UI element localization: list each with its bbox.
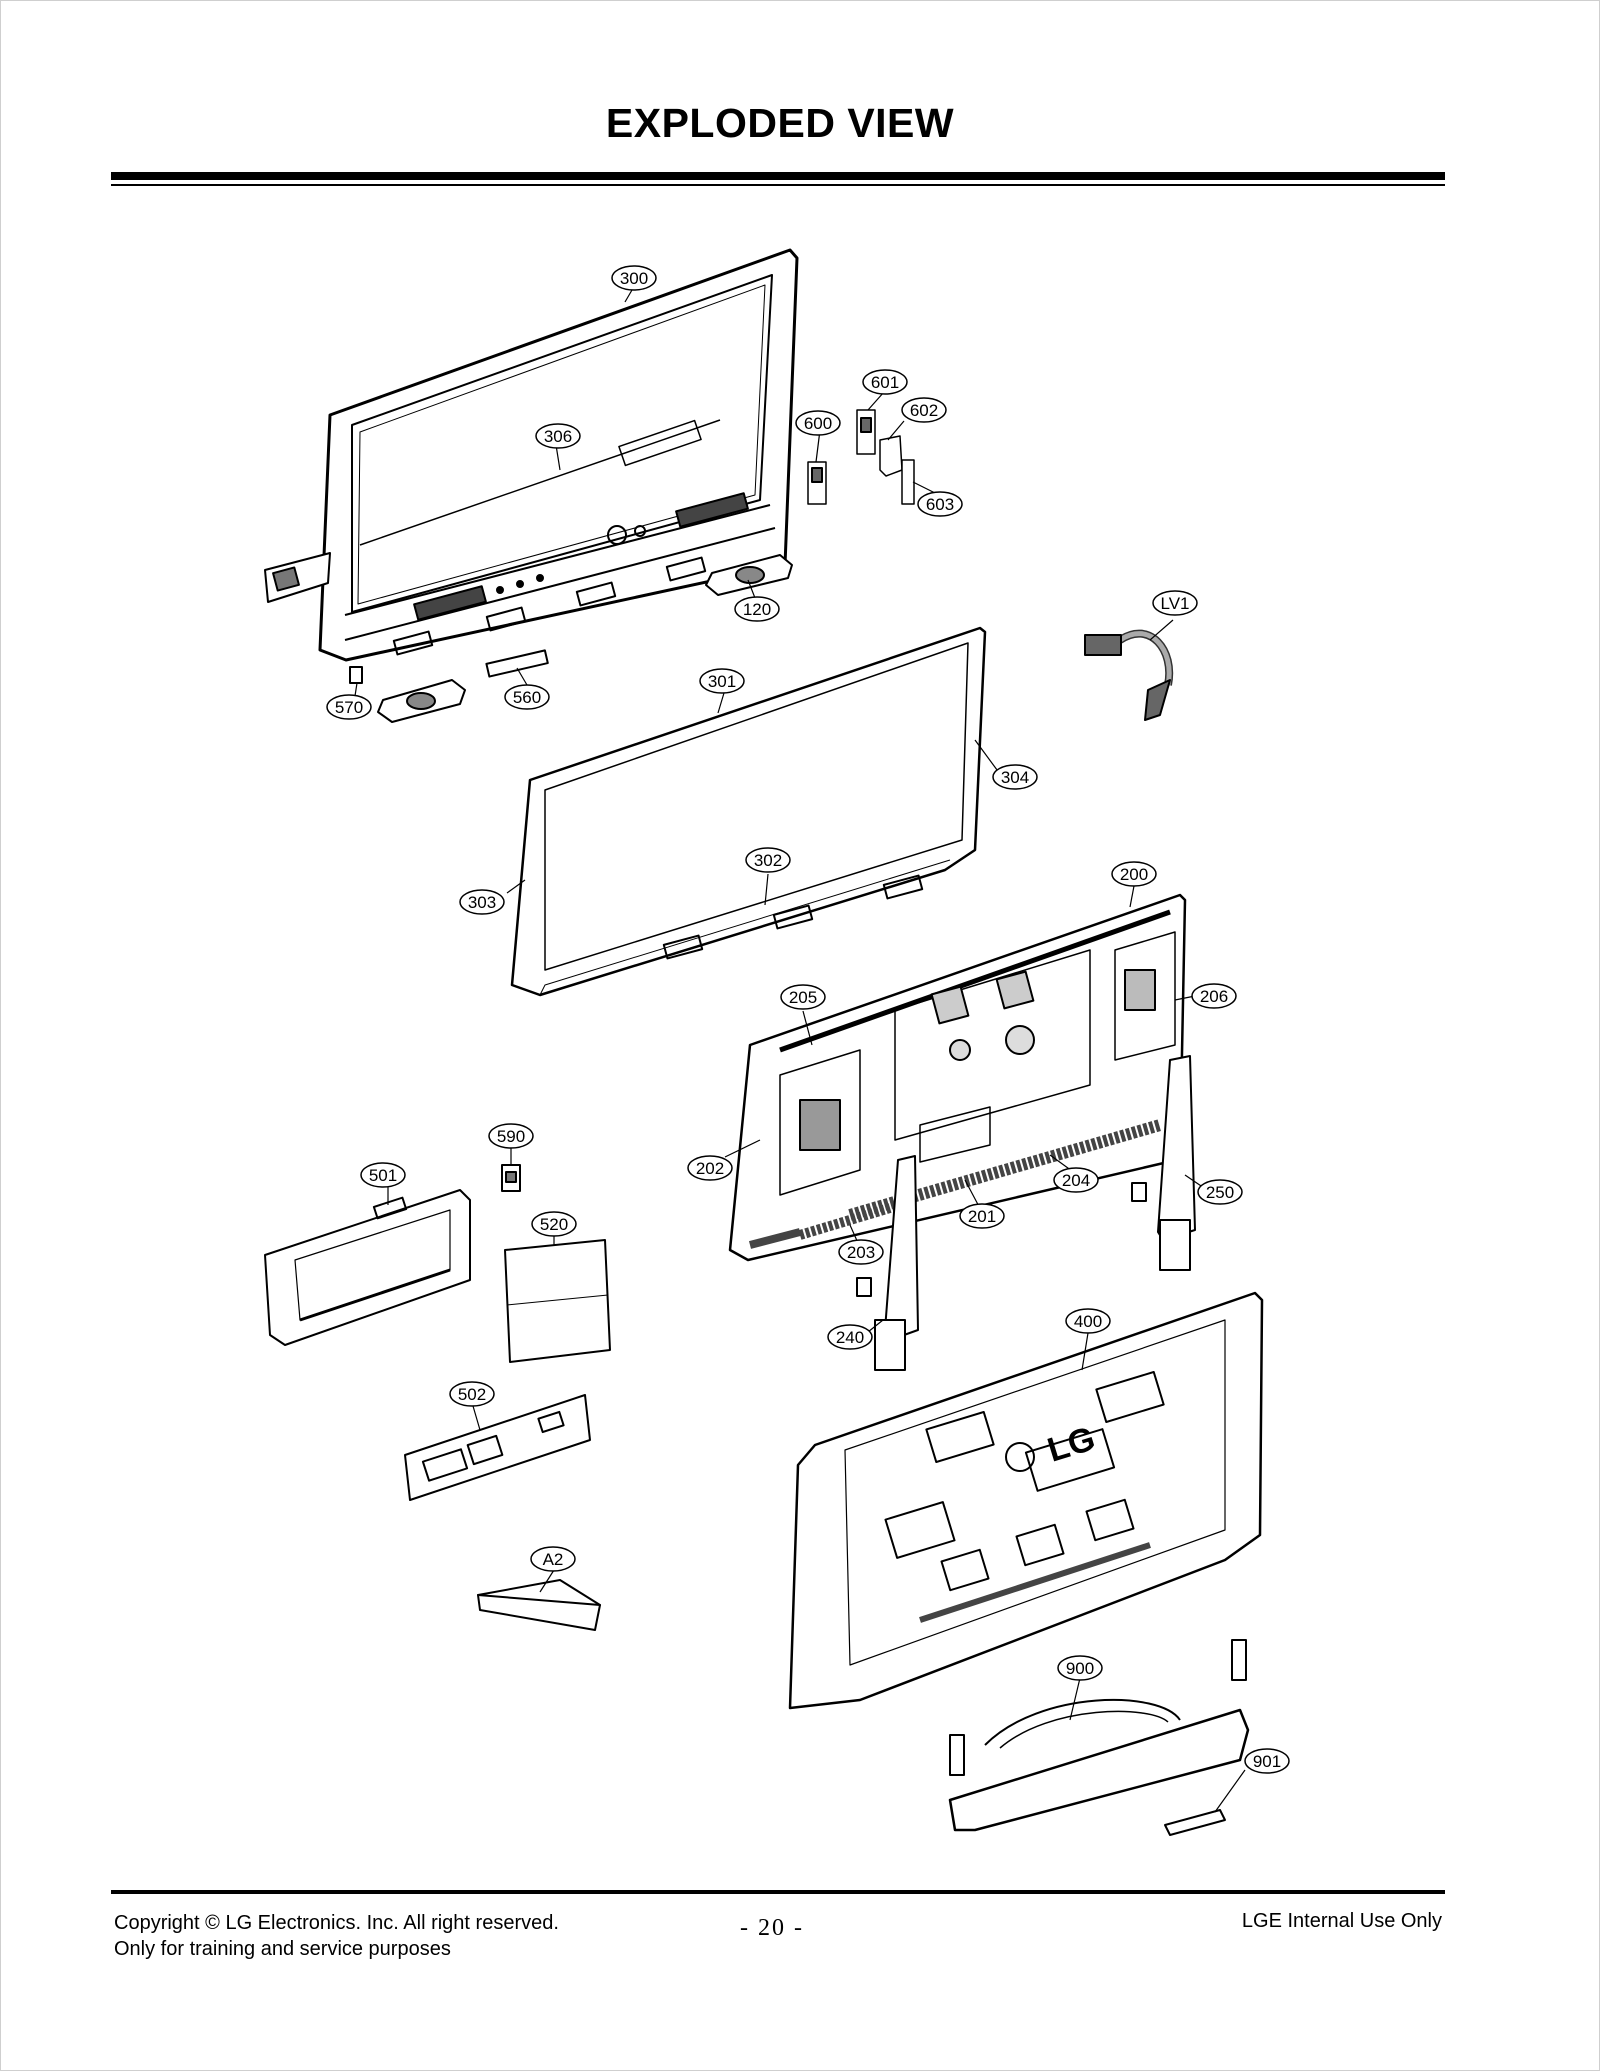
chassis-part xyxy=(728,893,1187,1262)
callout-570-label: 570 xyxy=(335,698,363,717)
callout-602: 602 xyxy=(901,397,947,423)
footer-copyright: Copyright © LG Electronics. Inc. All rig… xyxy=(114,1912,559,1934)
control-board-part xyxy=(807,409,915,505)
callout-203-label: 203 xyxy=(847,1243,875,1262)
callout-202-label: 202 xyxy=(696,1159,724,1178)
callout-301: 301 xyxy=(699,668,745,694)
callout-400-label: 400 xyxy=(1074,1312,1102,1331)
callout-304-label: 304 xyxy=(1001,768,1029,787)
connector-part xyxy=(501,1164,521,1192)
part-callouts: 300 306 600 601 602 603 120 570 560 LV1 … xyxy=(326,265,1290,1774)
callout-200: 200 xyxy=(1111,861,1157,887)
callout-240: 240 xyxy=(827,1324,873,1350)
callout-501-label: 501 xyxy=(369,1166,397,1185)
rear-cover-part xyxy=(788,1291,1264,1710)
callout-120-label: 120 xyxy=(743,600,771,619)
callout-lv1: LV1 xyxy=(1152,590,1198,616)
callout-901: 901 xyxy=(1244,1748,1290,1774)
callout-306-label: 306 xyxy=(544,427,572,446)
footer-purpose: Only for training and service purposes xyxy=(114,1938,451,1960)
callout-205: 205 xyxy=(780,984,826,1010)
callout-200-label: 200 xyxy=(1120,865,1148,884)
callout-603: 603 xyxy=(917,491,963,517)
av-bracket-part xyxy=(404,1394,591,1501)
callout-300: 300 xyxy=(611,265,657,291)
callout-201: 201 xyxy=(959,1203,1005,1229)
header-rule-thick xyxy=(111,172,1445,180)
shield-sheet-part xyxy=(504,1239,611,1363)
callout-306: 306 xyxy=(535,423,581,449)
callout-302-label: 302 xyxy=(754,851,782,870)
callout-206-label: 206 xyxy=(1200,987,1228,1006)
callout-202: 202 xyxy=(687,1155,733,1181)
callout-300-label: 300 xyxy=(620,269,648,288)
callout-901-label: 901 xyxy=(1253,1752,1281,1771)
callout-203: 203 xyxy=(838,1239,884,1265)
speaker-part xyxy=(377,554,793,723)
stand-bracket-part xyxy=(856,1055,1196,1371)
callout-303: 303 xyxy=(459,889,505,915)
page-title: EXPLODED VIEW xyxy=(605,100,955,146)
callout-a2-label: A2 xyxy=(543,1550,564,1569)
callout-520-label: 520 xyxy=(540,1215,568,1234)
callout-206: 206 xyxy=(1191,983,1237,1009)
callout-600-label: 600 xyxy=(804,414,832,433)
bracket-560-part xyxy=(485,649,549,678)
callout-601: 601 xyxy=(862,369,908,395)
header-rule-thin xyxy=(111,184,1445,186)
callout-560: 560 xyxy=(504,684,550,710)
inner-frame-part xyxy=(510,626,987,997)
callout-400: 400 xyxy=(1065,1308,1111,1334)
callout-120: 120 xyxy=(734,596,780,622)
footer-left: Copyright © LG Electronics. Inc. All rig… xyxy=(114,1910,559,1962)
front-cabinet-part xyxy=(264,248,799,662)
callout-204: 204 xyxy=(1053,1167,1099,1193)
footer-notice: LGE Internal Use Only xyxy=(1241,1910,1442,1932)
callout-602-label: 602 xyxy=(910,401,938,420)
callout-600: 600 xyxy=(795,410,841,436)
page-number: - 20 - xyxy=(740,1915,804,1941)
callout-201-label: 201 xyxy=(968,1207,996,1226)
main-bracket-part xyxy=(264,1189,471,1346)
callout-900: 900 xyxy=(1057,1655,1103,1681)
callout-560-label: 560 xyxy=(513,688,541,707)
callout-302: 302 xyxy=(745,847,791,873)
bracket-570-part xyxy=(349,666,363,684)
callout-303-label: 303 xyxy=(468,893,496,912)
callout-205-label: 205 xyxy=(789,988,817,1007)
callout-501: 501 xyxy=(360,1162,406,1188)
callout-590: 590 xyxy=(488,1123,534,1149)
callout-304: 304 xyxy=(992,764,1038,790)
callout-lv1-label: LV1 xyxy=(1161,594,1190,613)
callout-900-label: 900 xyxy=(1066,1659,1094,1678)
callout-502: 502 xyxy=(449,1381,495,1407)
callout-204-label: 204 xyxy=(1062,1171,1090,1190)
callout-240-label: 240 xyxy=(836,1328,864,1347)
callout-601-label: 601 xyxy=(871,373,899,392)
callout-301-label: 301 xyxy=(708,672,736,691)
callout-570: 570 xyxy=(326,694,372,720)
remote-part xyxy=(477,1579,601,1631)
callout-a2: A2 xyxy=(530,1546,576,1572)
callout-250: 250 xyxy=(1197,1179,1243,1205)
footer-rule xyxy=(111,1890,1445,1894)
callout-520: 520 xyxy=(531,1211,577,1237)
stand-part xyxy=(948,1639,1250,1836)
cable-part xyxy=(1084,629,1174,721)
callout-590-label: 590 xyxy=(497,1127,525,1146)
callout-603-label: 603 xyxy=(926,495,954,514)
callout-502-label: 502 xyxy=(458,1385,486,1404)
callout-250-label: 250 xyxy=(1206,1183,1234,1202)
